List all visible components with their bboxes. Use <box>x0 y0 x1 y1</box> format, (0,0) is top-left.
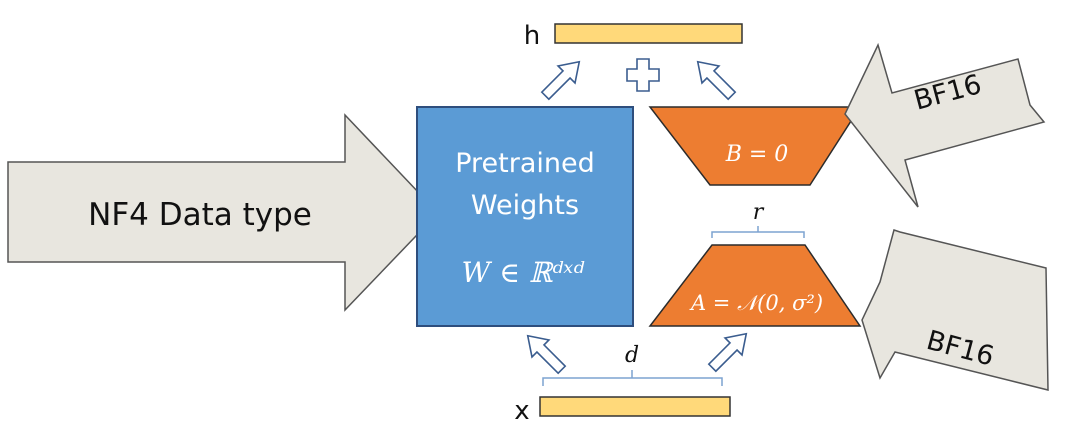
d-dimension-brace: d <box>542 343 723 386</box>
pretrained-label-line1: Pretrained <box>455 148 595 179</box>
h-vector-bar <box>554 23 743 44</box>
x-vector-bar <box>539 396 731 417</box>
lora-b-matrix: B = 0 <box>648 106 862 186</box>
bf16-top-arrow: BF16 <box>844 42 1046 208</box>
h-output: h <box>524 21 743 51</box>
arrow-up-left-icon <box>526 334 567 375</box>
pretrained-label-line2: Weights <box>471 190 579 221</box>
d-label: d <box>625 343 639 368</box>
weights-math-label: W ∈ ℝᵈˣᵈ <box>462 256 586 289</box>
x-label: x <box>514 396 529 426</box>
arrow-up-left-icon <box>696 60 737 101</box>
pretrained-weights-block: Pretrained Weights W ∈ ℝᵈˣᵈ <box>416 106 634 327</box>
r-dimension-brace: r <box>711 200 805 238</box>
x-input: x <box>514 396 731 426</box>
nf4-label: NF4 Data type <box>88 197 312 233</box>
r-label: r <box>753 200 765 225</box>
lora-a-matrix: A = 𝒩(0, σ²) <box>648 244 862 327</box>
arrow-up-right-icon <box>707 332 748 373</box>
h-label: h <box>524 21 540 51</box>
a-equation-label: A = 𝒩(0, σ²) <box>689 291 823 315</box>
plus-icon <box>626 58 660 92</box>
arrow-up-right-icon <box>540 60 581 101</box>
b-equation-label: B = 0 <box>725 142 789 167</box>
nf4-arrow: NF4 Data type <box>7 113 440 312</box>
bf16-bottom-arrow: BF16 <box>861 229 1049 391</box>
